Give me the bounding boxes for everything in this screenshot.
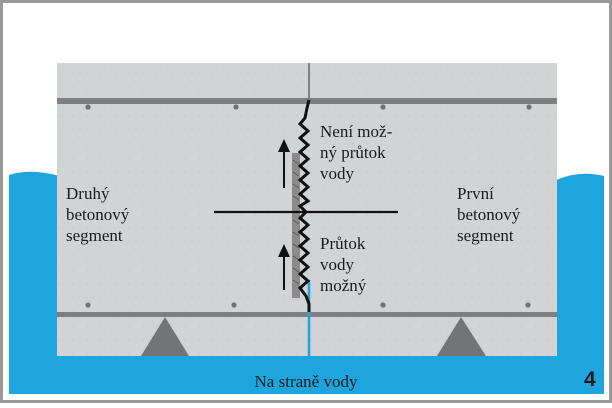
label-water-side: Na straně vody (254, 372, 358, 391)
figure-number: 4 (584, 368, 596, 391)
label-first-segment: První betonový segment (457, 184, 521, 245)
label-flow-possible: Průtok vody možný (320, 234, 367, 295)
bolt-dot (526, 104, 532, 110)
bottom-rail (57, 312, 557, 317)
bolt-dot (525, 302, 531, 308)
right-support (437, 317, 486, 356)
arrow-up-icon (278, 244, 290, 290)
left-support (141, 317, 189, 356)
top-rail (57, 98, 557, 104)
bolt-dot (380, 302, 386, 308)
arrow-up-icon (278, 139, 290, 188)
bolt-dot (85, 302, 91, 308)
label-second-segment: Druhý betonový segment (66, 184, 130, 245)
bolt-dot (233, 104, 239, 110)
water-area (9, 171, 604, 394)
joint-zigzag (297, 99, 311, 312)
seal-strip (292, 153, 300, 298)
bolt-dot (380, 104, 386, 110)
bolt-dots (85, 104, 532, 308)
seal-texture (292, 159, 300, 285)
bolt-dot (85, 104, 91, 110)
bolt-dot (231, 302, 237, 308)
label-no-flow: Není mož- ný průtok vody (320, 122, 393, 183)
